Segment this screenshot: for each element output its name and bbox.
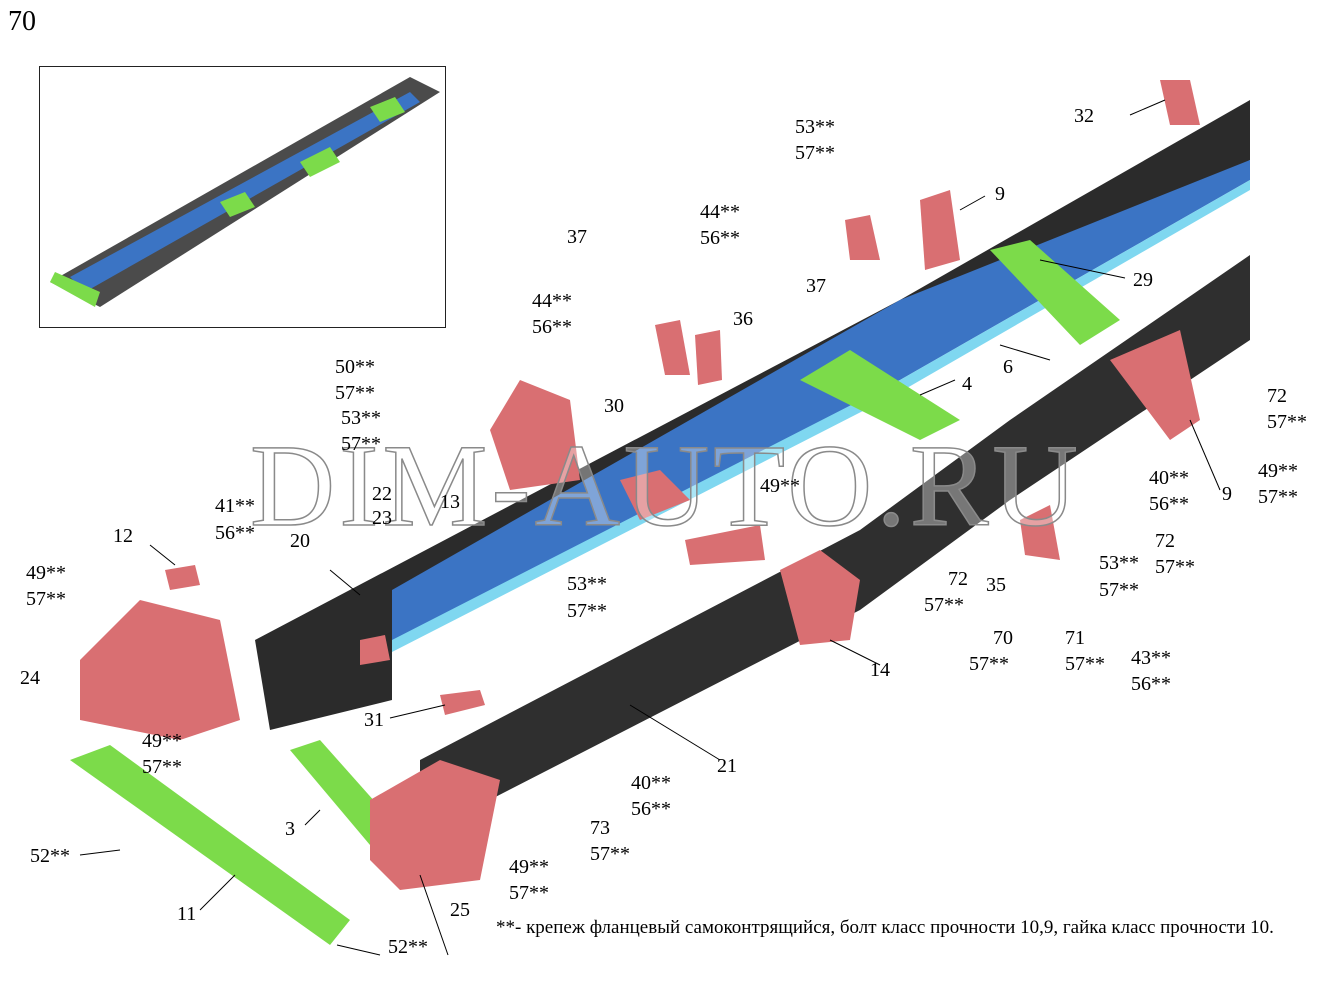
callout-44-left: 44** — [532, 290, 572, 312]
callout-52-left: 52** — [30, 845, 70, 867]
callout-14: 14 — [870, 659, 890, 681]
callout-9-top: 9 — [995, 183, 1005, 205]
callout-49-a-nut: 57** — [26, 588, 66, 610]
brackets — [80, 80, 1200, 890]
callout-72-b: 72 — [1155, 530, 1175, 552]
callout-31: 31 — [364, 709, 384, 731]
callout-71-nut: 57** — [1065, 653, 1105, 675]
callout-37-right: 37 — [806, 275, 826, 297]
callout-49-b: 49** — [142, 730, 182, 752]
callout-53-c: 53** — [567, 573, 607, 595]
callout-40-a-nut: 56** — [1149, 493, 1189, 515]
callout-40-a: 40** — [1149, 467, 1189, 489]
callout-50-nut: 57** — [335, 382, 375, 404]
callout-40-b: 40** — [631, 772, 671, 794]
callout-24: 24 — [20, 667, 40, 689]
callout-11: 11 — [177, 903, 196, 925]
leader-lines — [79, 99, 1221, 956]
callout-13: 13 — [440, 491, 460, 513]
callout-49-e: 49** — [509, 856, 549, 878]
callout-43: 43** — [1131, 647, 1171, 669]
callout-50: 50** — [335, 356, 375, 378]
callout-6: 6 — [1003, 356, 1013, 378]
callout-23: 23 — [372, 507, 392, 529]
callout-52-bottom: 52** — [388, 936, 428, 958]
callout-37-left: 37 — [567, 226, 587, 248]
callout-41-nut: 56** — [215, 522, 255, 544]
callout-49-d: 49** — [1258, 460, 1298, 482]
callout-72-a-nut: 57** — [1267, 411, 1307, 433]
callout-9-right: 9 — [1222, 483, 1232, 505]
callout-49-a: 49** — [26, 562, 66, 584]
callout-44-top-nut: 56** — [700, 227, 740, 249]
callout-20: 20 — [290, 530, 310, 552]
page-number: 70 — [8, 6, 36, 37]
callout-49-e-nut: 57** — [509, 882, 549, 904]
callout-72-c: 72 — [948, 568, 968, 590]
callout-53-d: 53** — [1099, 552, 1139, 574]
callout-72-b-nut: 57** — [1155, 556, 1195, 578]
watermark-text: DIM-AUTO.RU — [249, 419, 1082, 552]
callout-41: 41** — [215, 495, 255, 517]
callout-22: 22 — [372, 483, 392, 505]
callout-43-nut: 56** — [1131, 673, 1171, 695]
callout-36: 36 — [733, 308, 753, 330]
overview-inset — [39, 66, 446, 328]
callout-72-c-nut: 57** — [924, 594, 964, 616]
callout-53-b: 53** — [795, 116, 835, 138]
callout-30: 30 — [604, 395, 624, 417]
callout-53-d-nut: 57** — [1099, 579, 1139, 601]
callout-49-d-nut: 57** — [1258, 486, 1298, 508]
fastener-footnote: **- крепеж фланцевый самоконтрящийся, бо… — [496, 917, 1274, 938]
callout-32: 32 — [1074, 105, 1094, 127]
callout-3: 3 — [285, 818, 295, 840]
callout-70: 70 — [993, 627, 1013, 649]
callout-4: 4 — [962, 373, 972, 395]
callout-53-a-nut: 57** — [341, 433, 381, 455]
callout-70-nut: 57** — [969, 653, 1009, 675]
overview-frame-thumbnail — [50, 77, 440, 307]
callout-40-b-nut: 56** — [631, 798, 671, 820]
callout-53-c-nut: 57** — [567, 600, 607, 622]
callout-71: 71 — [1065, 627, 1085, 649]
callout-49-b-nut: 57** — [142, 756, 182, 778]
callout-35: 35 — [986, 574, 1006, 596]
callout-72-a: 72 — [1267, 385, 1287, 407]
callout-73: 73 — [590, 817, 610, 839]
callout-44-top: 44** — [700, 201, 740, 223]
callout-21: 21 — [717, 755, 737, 777]
callout-29: 29 — [1133, 269, 1153, 291]
right-side-rail — [420, 255, 1250, 810]
callout-44-left-nut: 56** — [532, 316, 572, 338]
callout-73-nut: 57** — [590, 843, 630, 865]
callout-49-c: 49** — [760, 475, 800, 497]
callout-53-b-nut: 57** — [795, 142, 835, 164]
callout-25: 25 — [450, 899, 470, 921]
callout-12: 12 — [113, 525, 133, 547]
callout-53-a: 53** — [341, 407, 381, 429]
